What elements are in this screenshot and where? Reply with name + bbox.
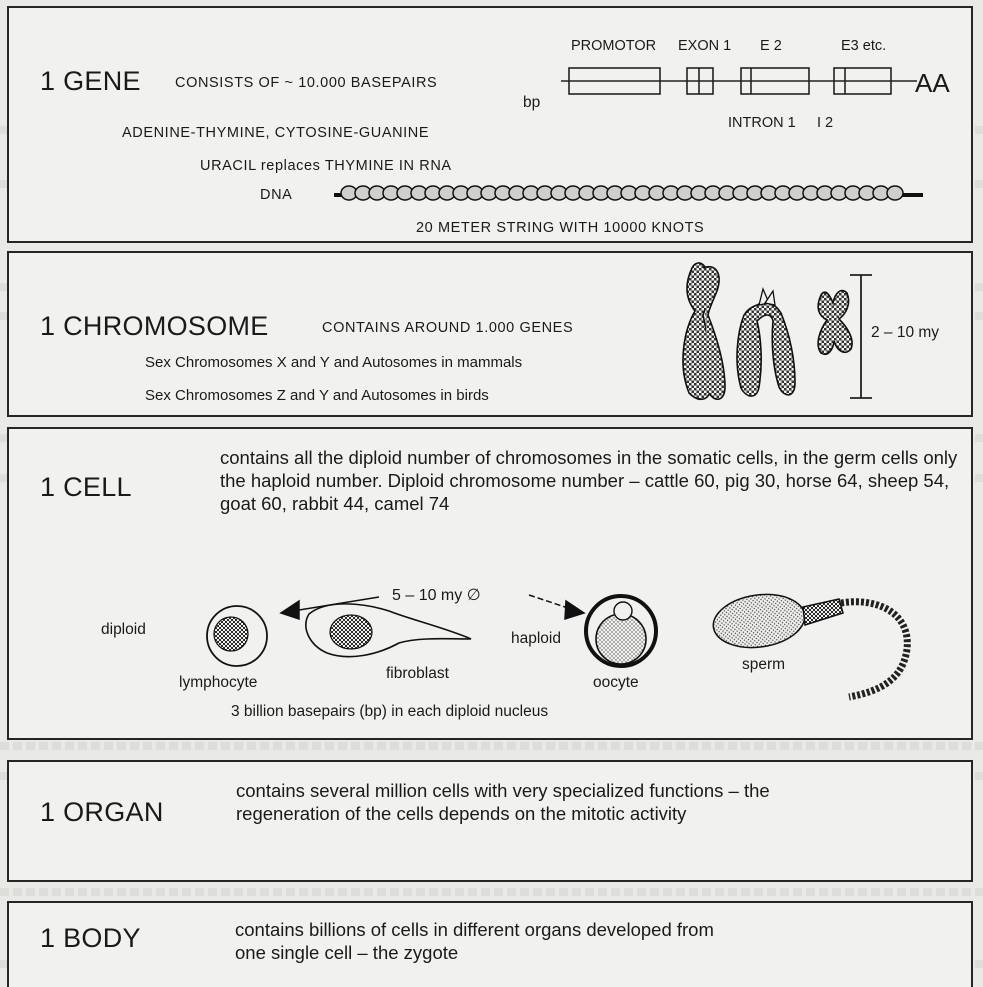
cell-drawings — [9, 429, 983, 742]
body-description: contains billions of cells in different … — [235, 918, 715, 964]
dna-knot — [887, 186, 903, 200]
organ-description: contains several million cells with very… — [236, 779, 791, 825]
organ-panel: 1 ORGAN contains several million cells w… — [7, 760, 973, 882]
lymphocyte-image — [207, 606, 267, 666]
chromosome-2 — [737, 303, 795, 397]
body-panel: 1 BODY contains billions of cells in dif… — [7, 901, 973, 987]
dna-strand-image — [9, 8, 983, 248]
chromosome-drawings — [9, 253, 983, 419]
fibroblast-image — [306, 604, 471, 657]
body-title: 1 BODY — [40, 923, 141, 954]
oocyte-image — [586, 596, 656, 666]
gene-panel: 1 GENE CONSISTS OF ~ 10.000 BASEPAIRS bp… — [7, 6, 973, 243]
sperm-image — [710, 589, 907, 697]
chromosome-3 — [818, 291, 852, 355]
cell-panel: 1 CELL contains all the diploid number o… — [7, 427, 973, 740]
organ-title: 1 ORGAN — [40, 797, 164, 828]
chromosome-panel: 1 CHROMOSOME CONTAINS AROUND 1.000 GENES… — [7, 251, 973, 417]
